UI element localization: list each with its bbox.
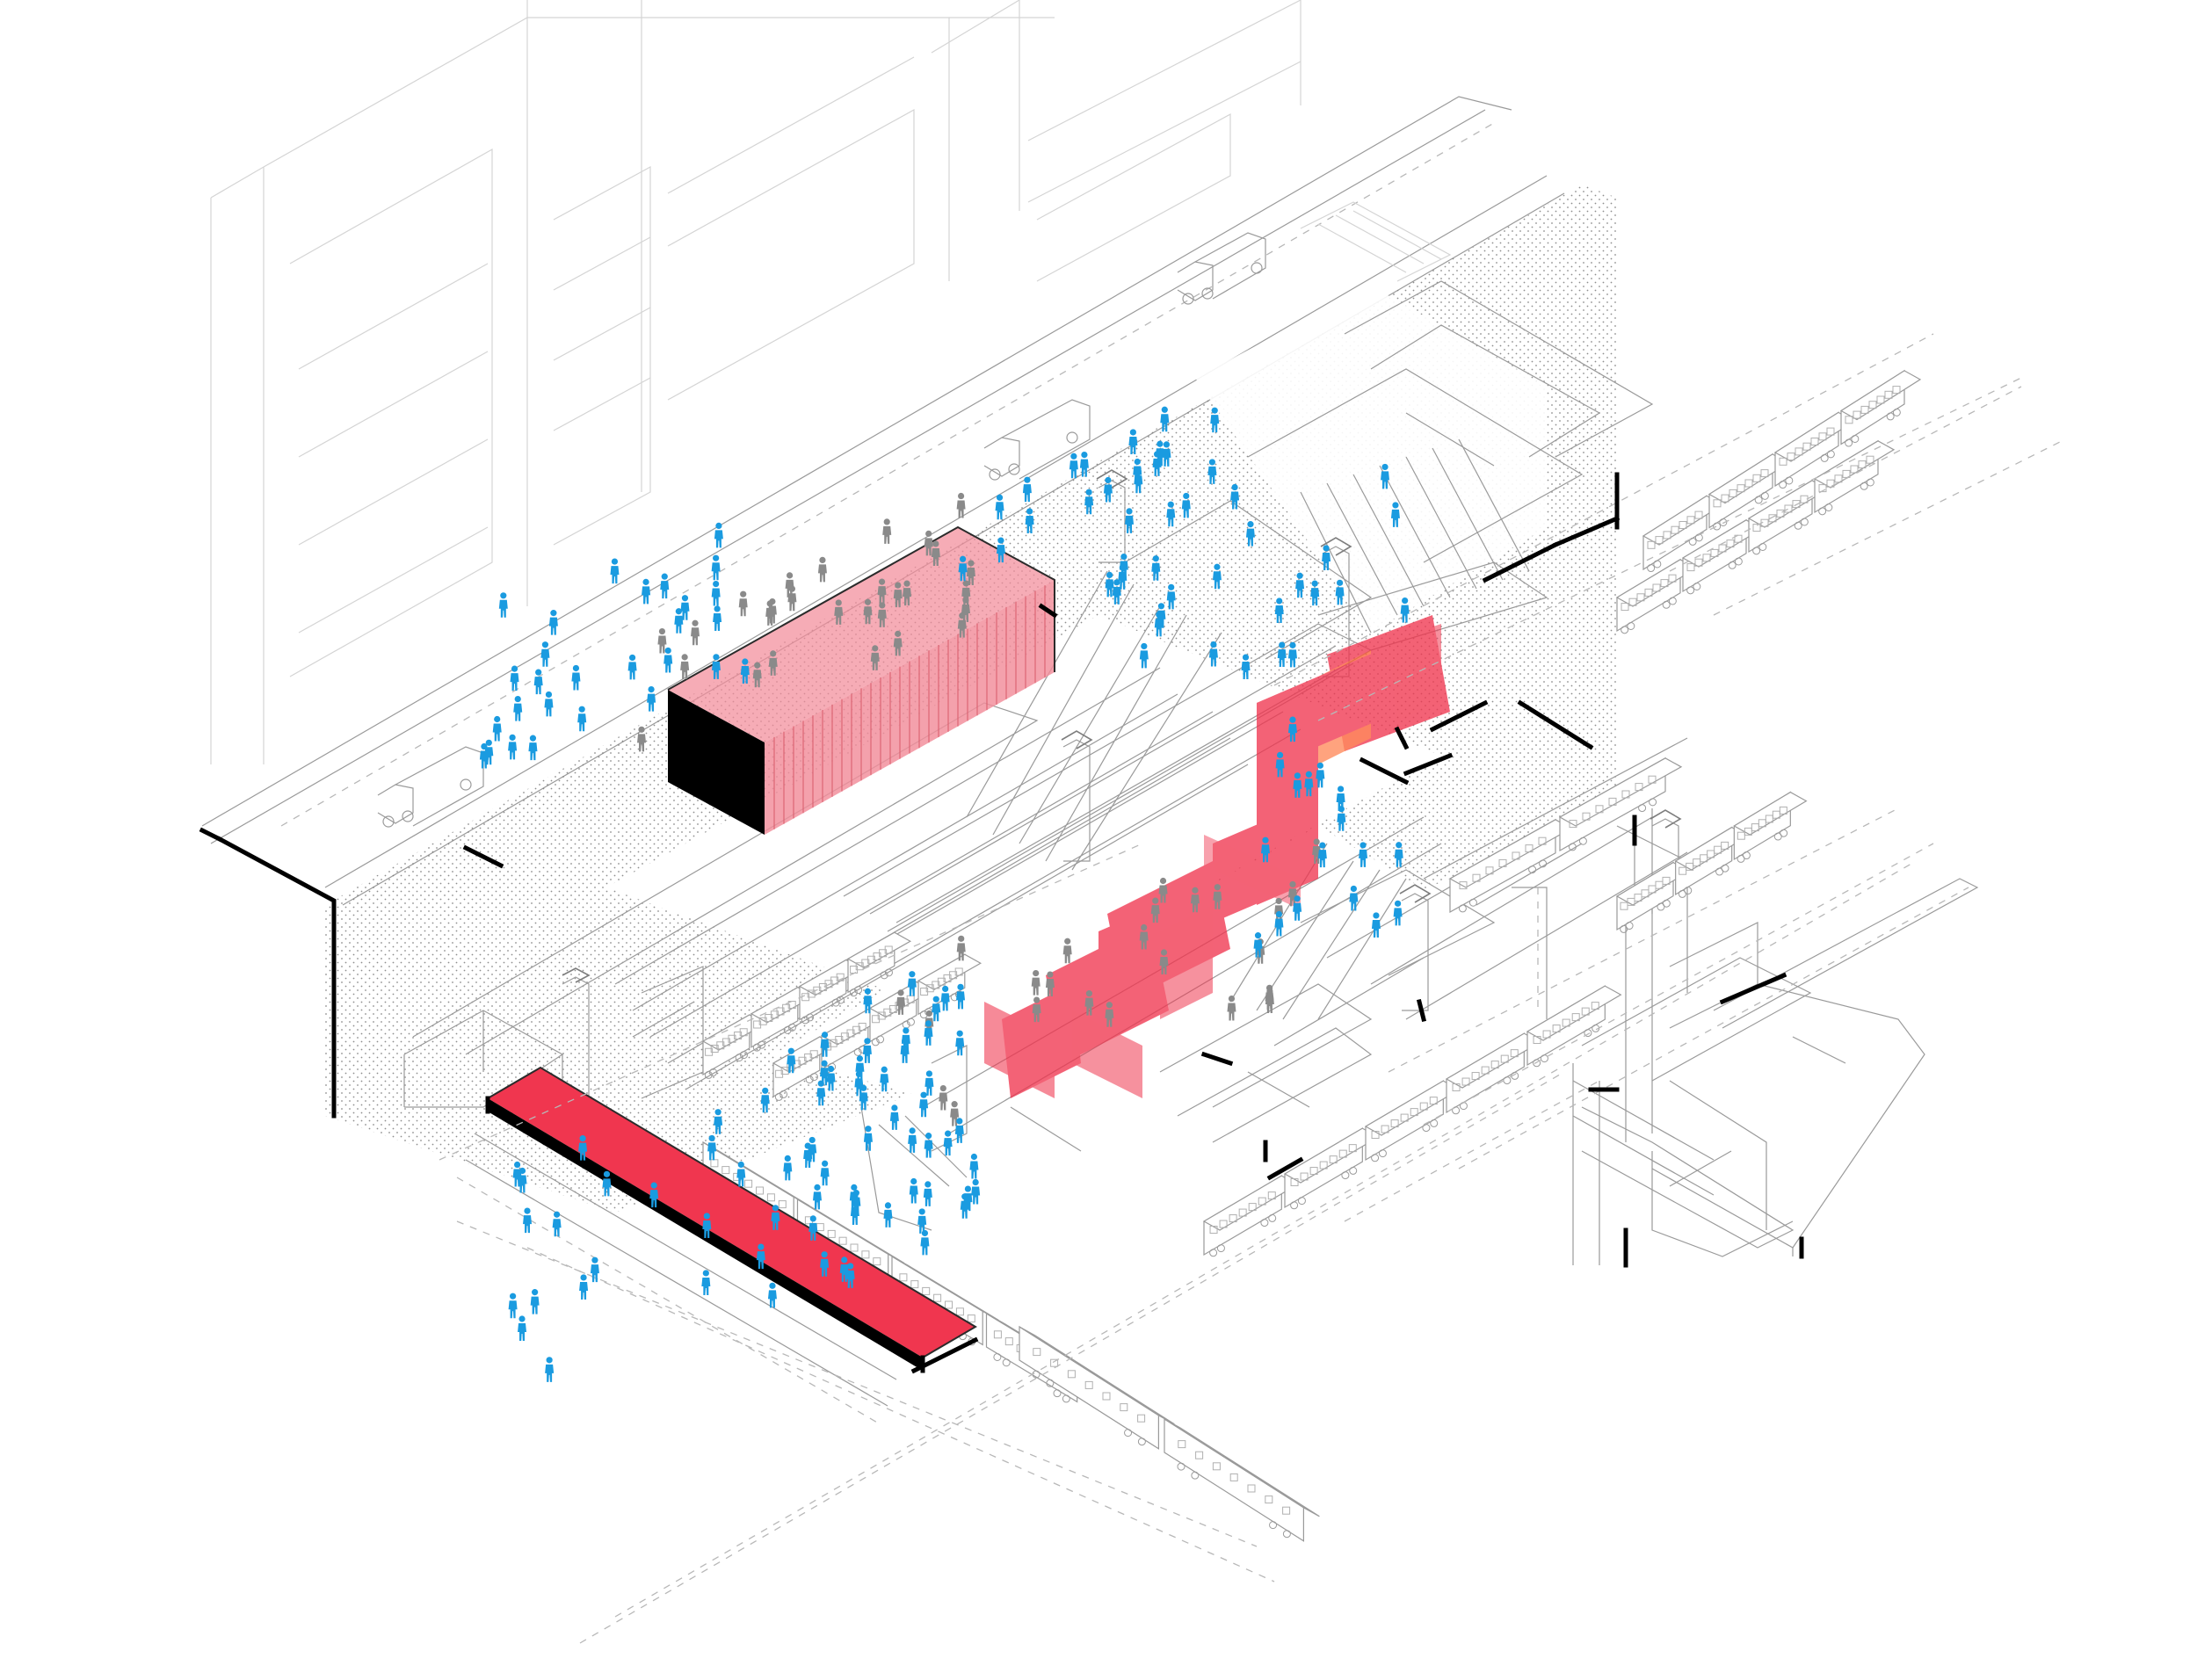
- pedestrian-icon: [1022, 476, 1032, 503]
- train-car-icon: [1526, 985, 1622, 1068]
- pedestrian-icon: [701, 1270, 711, 1295]
- train-car-icon: [1558, 757, 1683, 852]
- pedestrian-icon: [518, 1315, 527, 1342]
- train-car-icon: [846, 931, 912, 997]
- pedestrian-icon: [783, 1155, 793, 1181]
- column: [1061, 730, 1093, 862]
- train-car-icon: [1019, 1325, 1175, 1450]
- pedestrian-icon: [939, 1084, 948, 1111]
- train-car-icon: [1733, 791, 1808, 863]
- train-car-icon: [1773, 411, 1856, 489]
- pedestrian-icon: [923, 1181, 932, 1206]
- truck: [1177, 232, 1266, 305]
- train-car-icon: [1364, 1080, 1461, 1162]
- pedestrian-icon: [956, 492, 966, 518]
- circulation-ribbon: [984, 615, 1450, 1098]
- train-car-icon: [1164, 1417, 1320, 1542]
- pedestrian-icon: [971, 1178, 981, 1205]
- pedestrian-icon: [680, 654, 690, 679]
- pedestrian-icon: [909, 1177, 918, 1204]
- pedestrian-icon: [969, 1153, 979, 1179]
- train-car-icon: [1448, 818, 1573, 914]
- pedestrian-icon: [579, 1274, 589, 1300]
- pedestrian-icon: [530, 1289, 540, 1314]
- pedestrian-icon: [812, 1184, 822, 1210]
- pedestrian-icon: [498, 592, 508, 618]
- pedestrian-icon: [552, 1211, 562, 1237]
- pedestrian-icon: [960, 1193, 969, 1219]
- pedestrian-icon: [917, 1208, 927, 1234]
- pedestrian-icon: [889, 1104, 899, 1130]
- train-car-icon: [820, 1008, 886, 1074]
- train-car-icon: [1813, 439, 1896, 516]
- pedestrian-icon: [820, 1160, 830, 1186]
- train-car-icon: [1615, 558, 1698, 634]
- background-buildings: [210, 0, 1302, 764]
- train-car-icon: [701, 1013, 767, 1079]
- pedestrian-icon: [523, 1207, 533, 1234]
- pedestrian-icon: [545, 1357, 555, 1382]
- train-car-icon: [1445, 1032, 1541, 1115]
- pedestrian-icon: [908, 1127, 917, 1153]
- entrance-volume: [667, 525, 1055, 835]
- pedestrian-icon: [508, 1293, 518, 1319]
- pedestrian-icon: [943, 1130, 953, 1156]
- ground-guidelines: [439, 333, 2066, 1644]
- pedestrian-icon: [883, 1202, 893, 1227]
- pedestrian-icon: [882, 518, 892, 544]
- pedestrian-icon: [920, 1229, 930, 1256]
- pedestrian-icon: [924, 1133, 933, 1158]
- train-car-icon: [917, 953, 982, 1019]
- pedestrian-icon: [610, 558, 620, 584]
- pedestrian-icon: [647, 686, 656, 712]
- section-cuts: [199, 472, 1804, 1374]
- pedestrian-icon: [518, 1167, 527, 1193]
- pedestrian-icon: [954, 1118, 964, 1143]
- train-car-icon: [1708, 453, 1790, 531]
- train-car-icon: [1202, 1175, 1299, 1257]
- pedestrian-icon: [767, 1282, 777, 1308]
- train-car-icon: [1283, 1127, 1380, 1210]
- truck: [983, 399, 1091, 481]
- train-car-icon: [1642, 495, 1724, 573]
- train-car-icon: [1839, 369, 1922, 447]
- pedestrian-icon: [995, 494, 1004, 520]
